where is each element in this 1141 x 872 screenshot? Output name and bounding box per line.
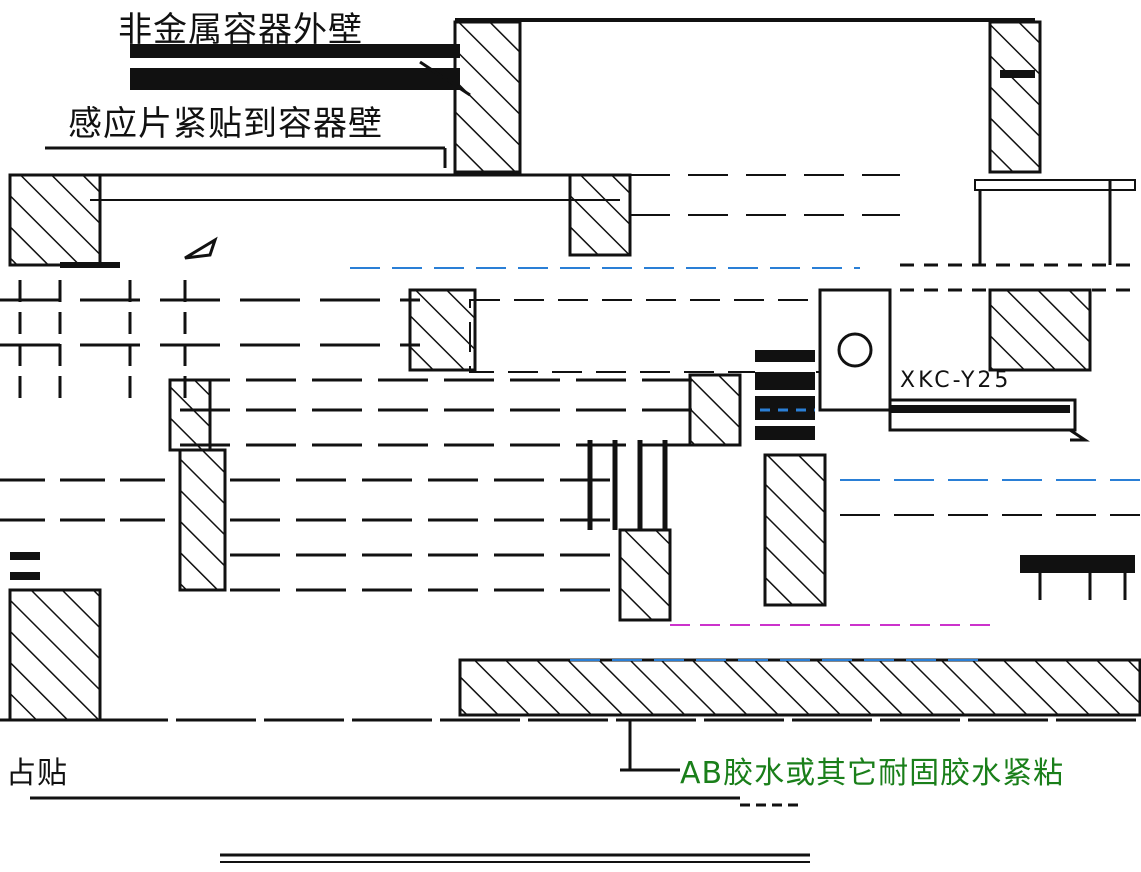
wall-hatch-left-top <box>453 20 522 174</box>
leader-bar-1 <box>130 44 460 58</box>
label-sensor-against-wall: 感应片紧贴到容器壁 <box>68 104 383 144</box>
wall-hatch-left-low <box>178 448 227 592</box>
sensor-logo-circle <box>837 332 873 368</box>
wall-hatch-far-left <box>8 588 102 722</box>
wall-hatch-right-top <box>988 20 1042 174</box>
base-hatch <box>458 658 1141 717</box>
wall-hatch-center-top <box>568 173 632 257</box>
wall-hatch-right-mid <box>988 288 1092 372</box>
wall-hatch-post <box>618 528 672 622</box>
label-model: XKC-Y25 <box>900 368 1012 393</box>
wall-hatch-left <box>8 173 102 267</box>
wall-hatch-mid-center <box>688 373 742 447</box>
wall-hatch-mid-left <box>408 288 477 372</box>
label-glue: AB胶水或其它耐固胶水紧粘 <box>680 756 1065 791</box>
leader-bar-2 <box>130 68 460 90</box>
wall-hatch-left-mid <box>168 378 212 452</box>
label-left-fragment: 占贴 <box>6 756 68 791</box>
label-wall: 非金属容器外壁 <box>118 10 363 50</box>
wall-hatch-right-low <box>763 453 827 607</box>
